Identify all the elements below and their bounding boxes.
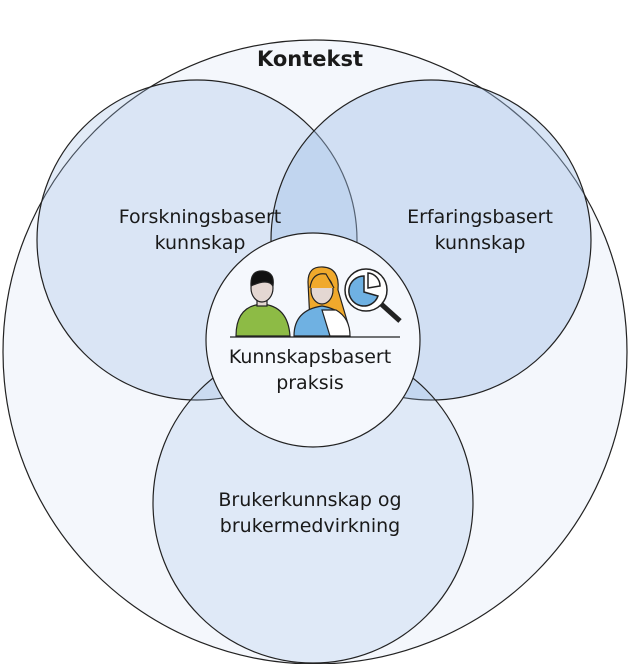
experience-label-line2: kunnskap — [434, 232, 526, 254]
experience-label-line1: Erfaringsbasert — [407, 206, 553, 228]
research-label-line1: Forskningsbasert — [118, 206, 282, 228]
research-label: Forskningsbasert kunnskap — [50, 204, 350, 256]
center-label-line2: praksis — [276, 372, 344, 394]
experience-label: Erfaringsbasert kunnskap — [330, 204, 629, 256]
research-label-line2: kunnskap — [154, 232, 246, 254]
context-title: Kontekst — [256, 47, 364, 71]
man-icon — [235, 270, 291, 337]
user-label-line1: Brukerkunnskap og — [218, 489, 402, 511]
center-label-line1: Kunnskapsbasert — [228, 346, 392, 368]
woman-icon — [293, 266, 351, 337]
user-label-line2: brukermedvirkning — [219, 515, 401, 537]
user-label: Brukerkunnskap og brukermedvirkning — [160, 487, 460, 539]
magnifier-pie-chart-icon — [344, 268, 402, 323]
center-label: Kunnskapsbasert praksis — [160, 344, 460, 396]
center-circle — [205, 232, 421, 448]
